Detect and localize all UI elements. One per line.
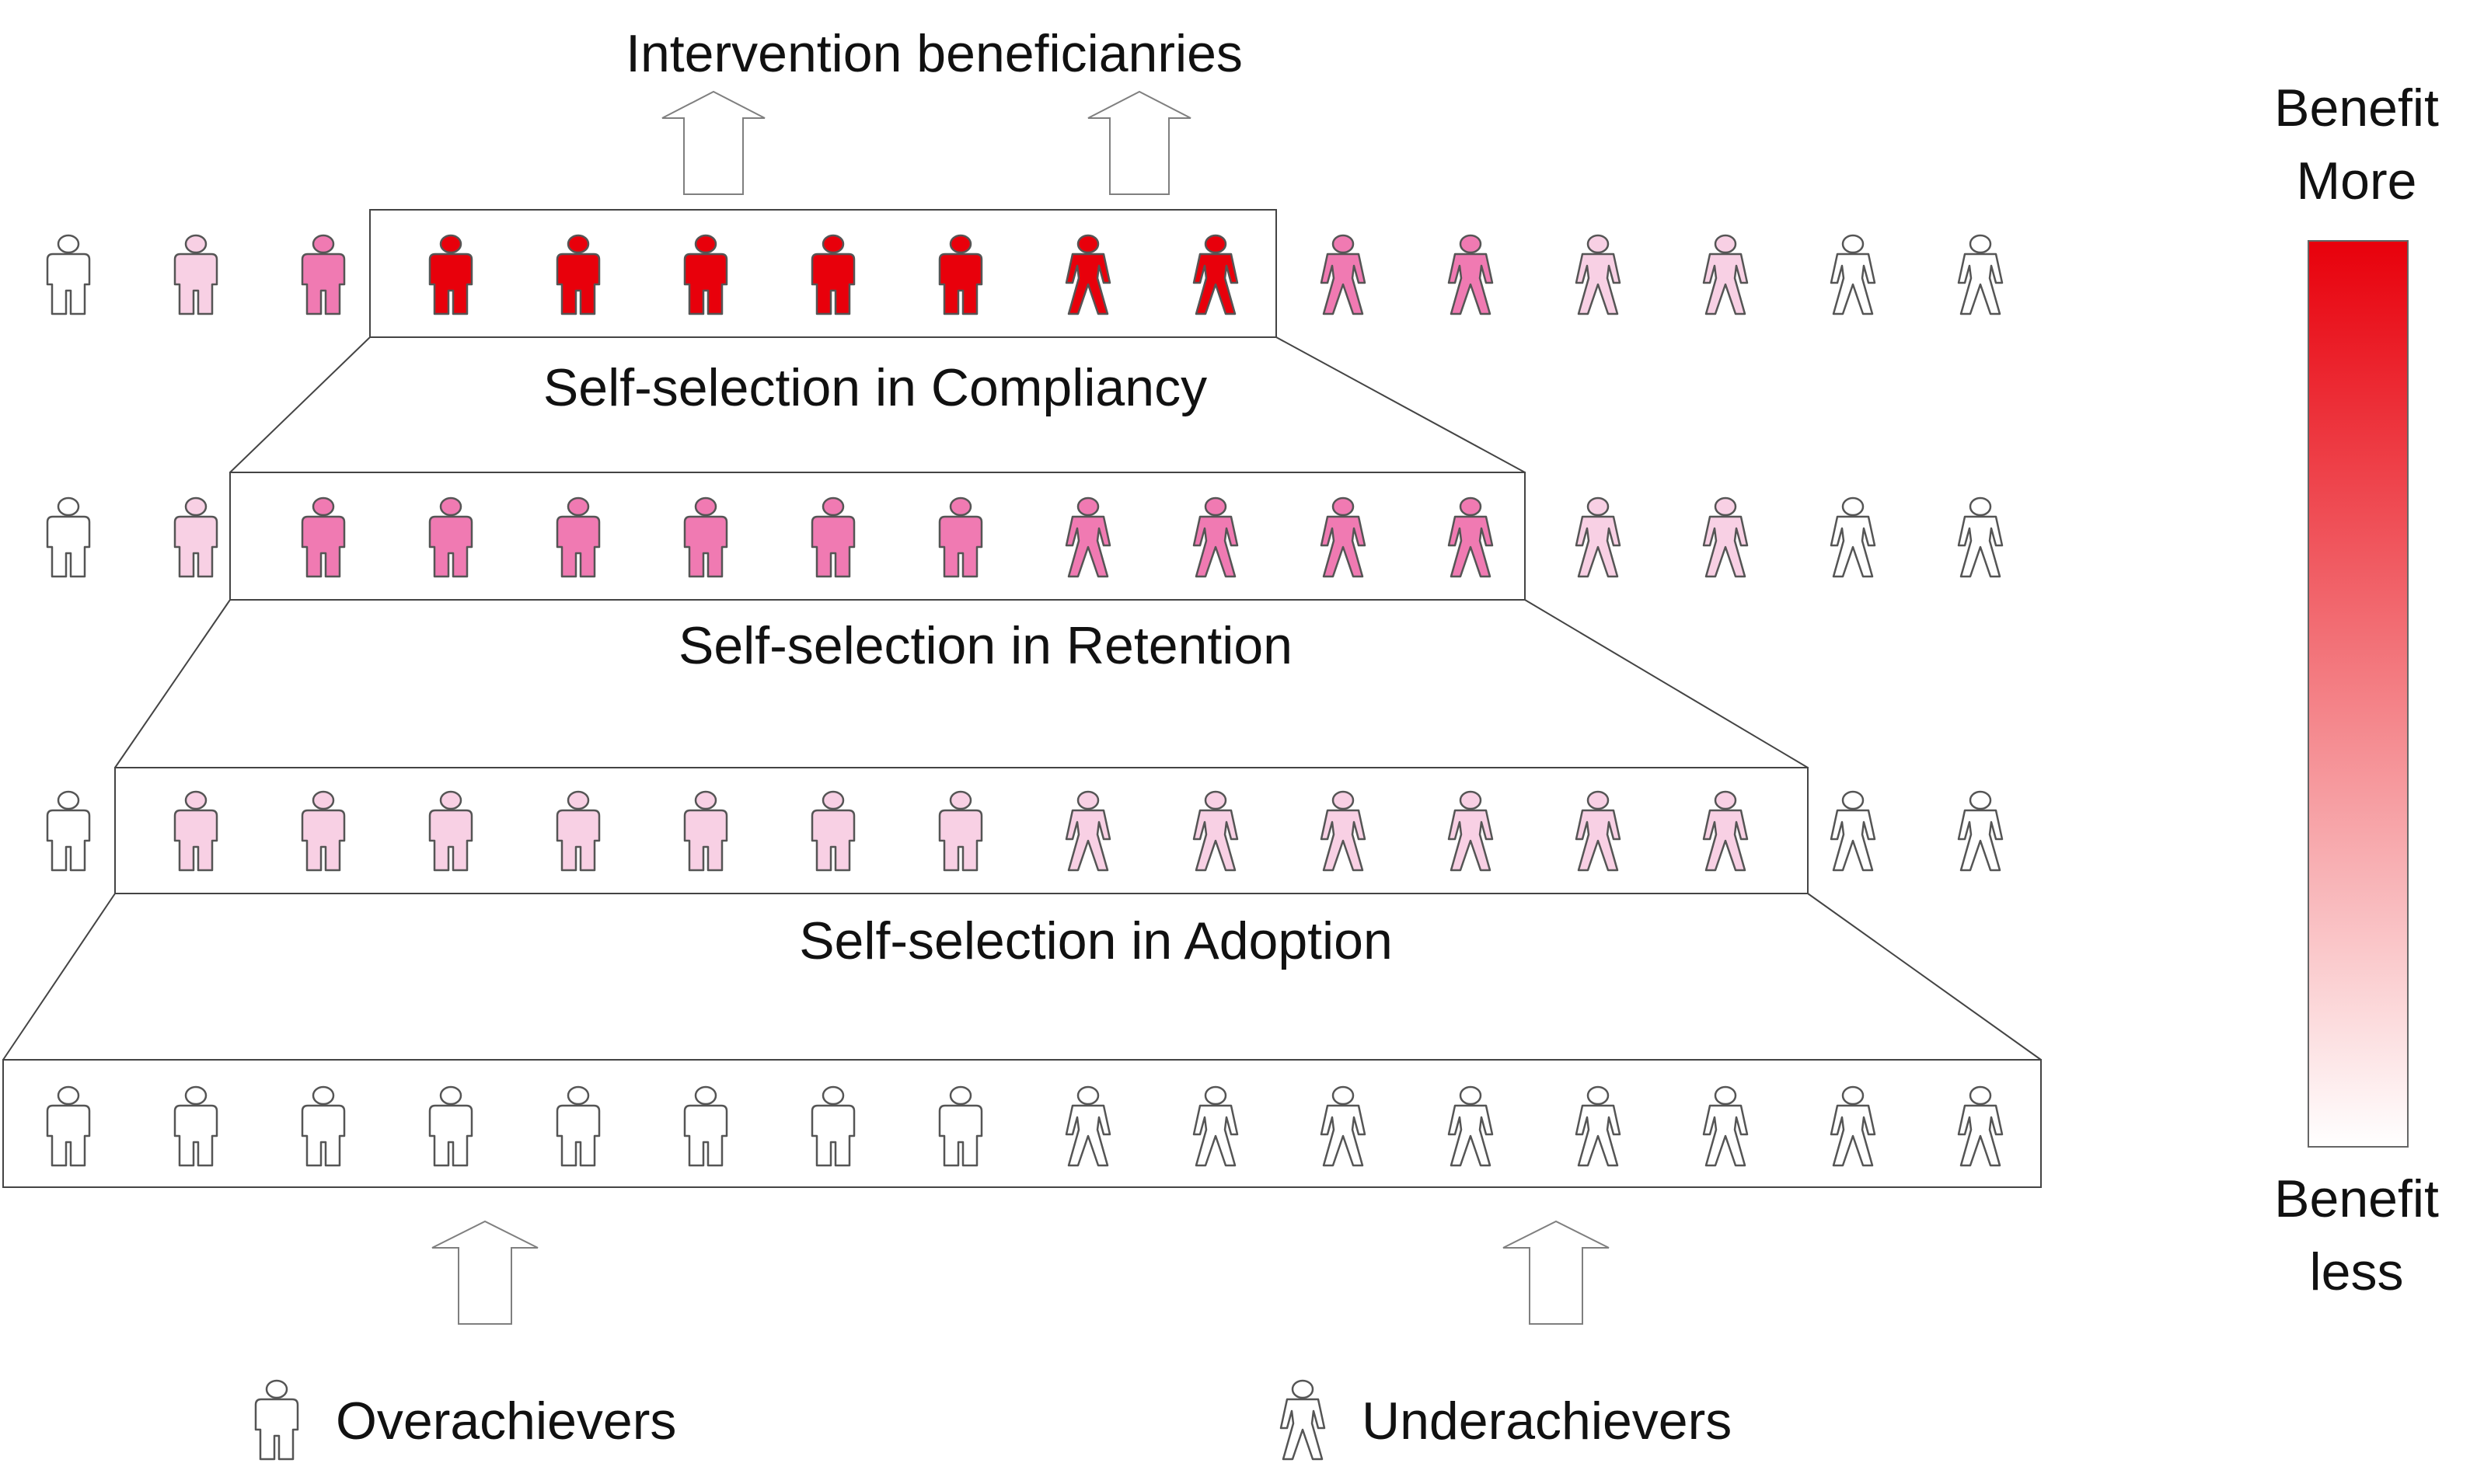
overachiever-person-icon: [46, 234, 91, 315]
legend-icons: [254, 1379, 1326, 1461]
overachiever-person-icon: [683, 496, 728, 578]
underachiever-person-icon: [1957, 790, 2004, 872]
compliancy-row: [46, 234, 2004, 315]
overachiever-person-icon: [683, 234, 728, 315]
beneficiary-arrow-left-icon: [661, 90, 766, 195]
scale-top-label-line2: More: [2297, 152, 2417, 211]
underachiever-person-icon: [1447, 496, 1494, 578]
underachiever-person-icon: [1575, 234, 1621, 315]
underachiever-person-icon: [1957, 1085, 2004, 1167]
scale-bottom-label-line1: Benefit: [2274, 1169, 2439, 1228]
overachiever-person-icon: [173, 496, 218, 578]
overachiever-person-icon: [46, 790, 91, 872]
arrows-layer: [431, 90, 1610, 1325]
figures-layer: [46, 234, 2004, 1167]
underachiever-person-icon: [1830, 234, 1876, 315]
overachiever-person-icon: [811, 496, 856, 578]
underachiever-person-icon: [1575, 790, 1621, 872]
underachiever-person-icon: [1320, 790, 1366, 872]
overachiever-person-icon: [46, 1085, 91, 1167]
compliancy-label: Self-selection in Compliancy: [543, 358, 1207, 417]
overachiever-person-icon: [938, 496, 983, 578]
underachiever-person-icon: [1065, 496, 1111, 578]
overachiever-person-icon: [556, 790, 601, 872]
underachiever-person-icon: [1192, 496, 1239, 578]
underachiever-person-icon: [1702, 1085, 1749, 1167]
beneficiary-arrow-right-icon: [1087, 90, 1191, 195]
overachiever-legend-icon: [254, 1379, 299, 1461]
overachiever-person-icon: [46, 496, 91, 578]
underachiever-person-icon: [1065, 1085, 1111, 1167]
underachiever-person-icon: [1702, 234, 1749, 315]
funnel-lines: [2, 336, 2042, 1061]
overachiever-person-icon: [428, 1085, 473, 1167]
underachiever-person-icon: [1575, 1085, 1621, 1167]
underachiever-person-icon: [1447, 234, 1494, 315]
overachiever-person-icon: [683, 790, 728, 872]
overachiever-person-icon: [301, 1085, 346, 1167]
underachiever-person-icon: [1192, 790, 1239, 872]
adoption-label: Self-selection in Adoption: [799, 911, 1393, 970]
overachievers-label: Overachievers: [336, 1392, 676, 1451]
input-arrow-left-icon: [431, 1220, 539, 1325]
underachiever-person-icon: [1830, 790, 1876, 872]
adoption-box: [114, 767, 1809, 894]
overachiever-person-icon: [811, 234, 856, 315]
underachiever-person-icon: [1957, 496, 2004, 578]
underachiever-person-icon: [1320, 1085, 1366, 1167]
overachiever-person-icon: [301, 496, 346, 578]
underachiever-person-icon: [1320, 496, 1366, 578]
population-row: [46, 1085, 2004, 1167]
underachiever-person-icon: [1702, 496, 1749, 578]
overachiever-person-icon: [173, 1085, 218, 1167]
underachiever-person-icon: [1320, 234, 1366, 315]
underachiever-person-icon: [1065, 234, 1111, 315]
overachiever-person-icon: [428, 496, 473, 578]
underachiever-person-icon: [1447, 790, 1494, 872]
population-box: [2, 1059, 2042, 1188]
underachiever-person-icon: [1192, 1085, 1239, 1167]
overachiever-person-icon: [428, 790, 473, 872]
overachiever-person-icon: [556, 1085, 601, 1167]
overachiever-person-icon: [173, 790, 218, 872]
diagram-title: Intervention beneficianries: [626, 24, 1243, 83]
retention-label: Self-selection in Retention: [679, 616, 1293, 675]
overachiever-person-icon: [811, 790, 856, 872]
overachiever-person-icon: [301, 234, 346, 315]
scale-bottom-label-line2: less: [2310, 1242, 2404, 1301]
underachiever-person-icon: [1447, 1085, 1494, 1167]
retention-row: [46, 496, 2004, 578]
adoption-row: [46, 790, 2004, 872]
underachiever-person-icon: [1957, 234, 2004, 315]
underachiever-person-icon: [1575, 496, 1621, 578]
overachiever-person-icon: [811, 1085, 856, 1167]
overachiever-person-icon: [301, 790, 346, 872]
retention-box: [229, 472, 1526, 601]
underachiever-legend-icon: [1279, 1379, 1326, 1461]
underachievers-label: Underachievers: [1362, 1392, 1732, 1451]
compliancy-box: [369, 209, 1277, 338]
underachiever-person-icon: [1702, 790, 1749, 872]
overachiever-person-icon: [173, 234, 218, 315]
scale-top-label-line1: Benefit: [2274, 78, 2439, 138]
overachiever-person-icon: [556, 496, 601, 578]
overachiever-person-icon: [428, 234, 473, 315]
overachiever-person-icon: [556, 234, 601, 315]
underachiever-person-icon: [1830, 496, 1876, 578]
overachiever-person-icon: [938, 1085, 983, 1167]
underachiever-person-icon: [1830, 1085, 1876, 1167]
benefit-gradient-bar: [2308, 240, 2409, 1148]
input-arrow-right-icon: [1502, 1220, 1610, 1325]
overachiever-person-icon: [938, 790, 983, 872]
overachiever-person-icon: [683, 1085, 728, 1167]
underachiever-person-icon: [1192, 234, 1239, 315]
underachiever-person-icon: [1065, 790, 1111, 872]
overachiever-person-icon: [938, 234, 983, 315]
